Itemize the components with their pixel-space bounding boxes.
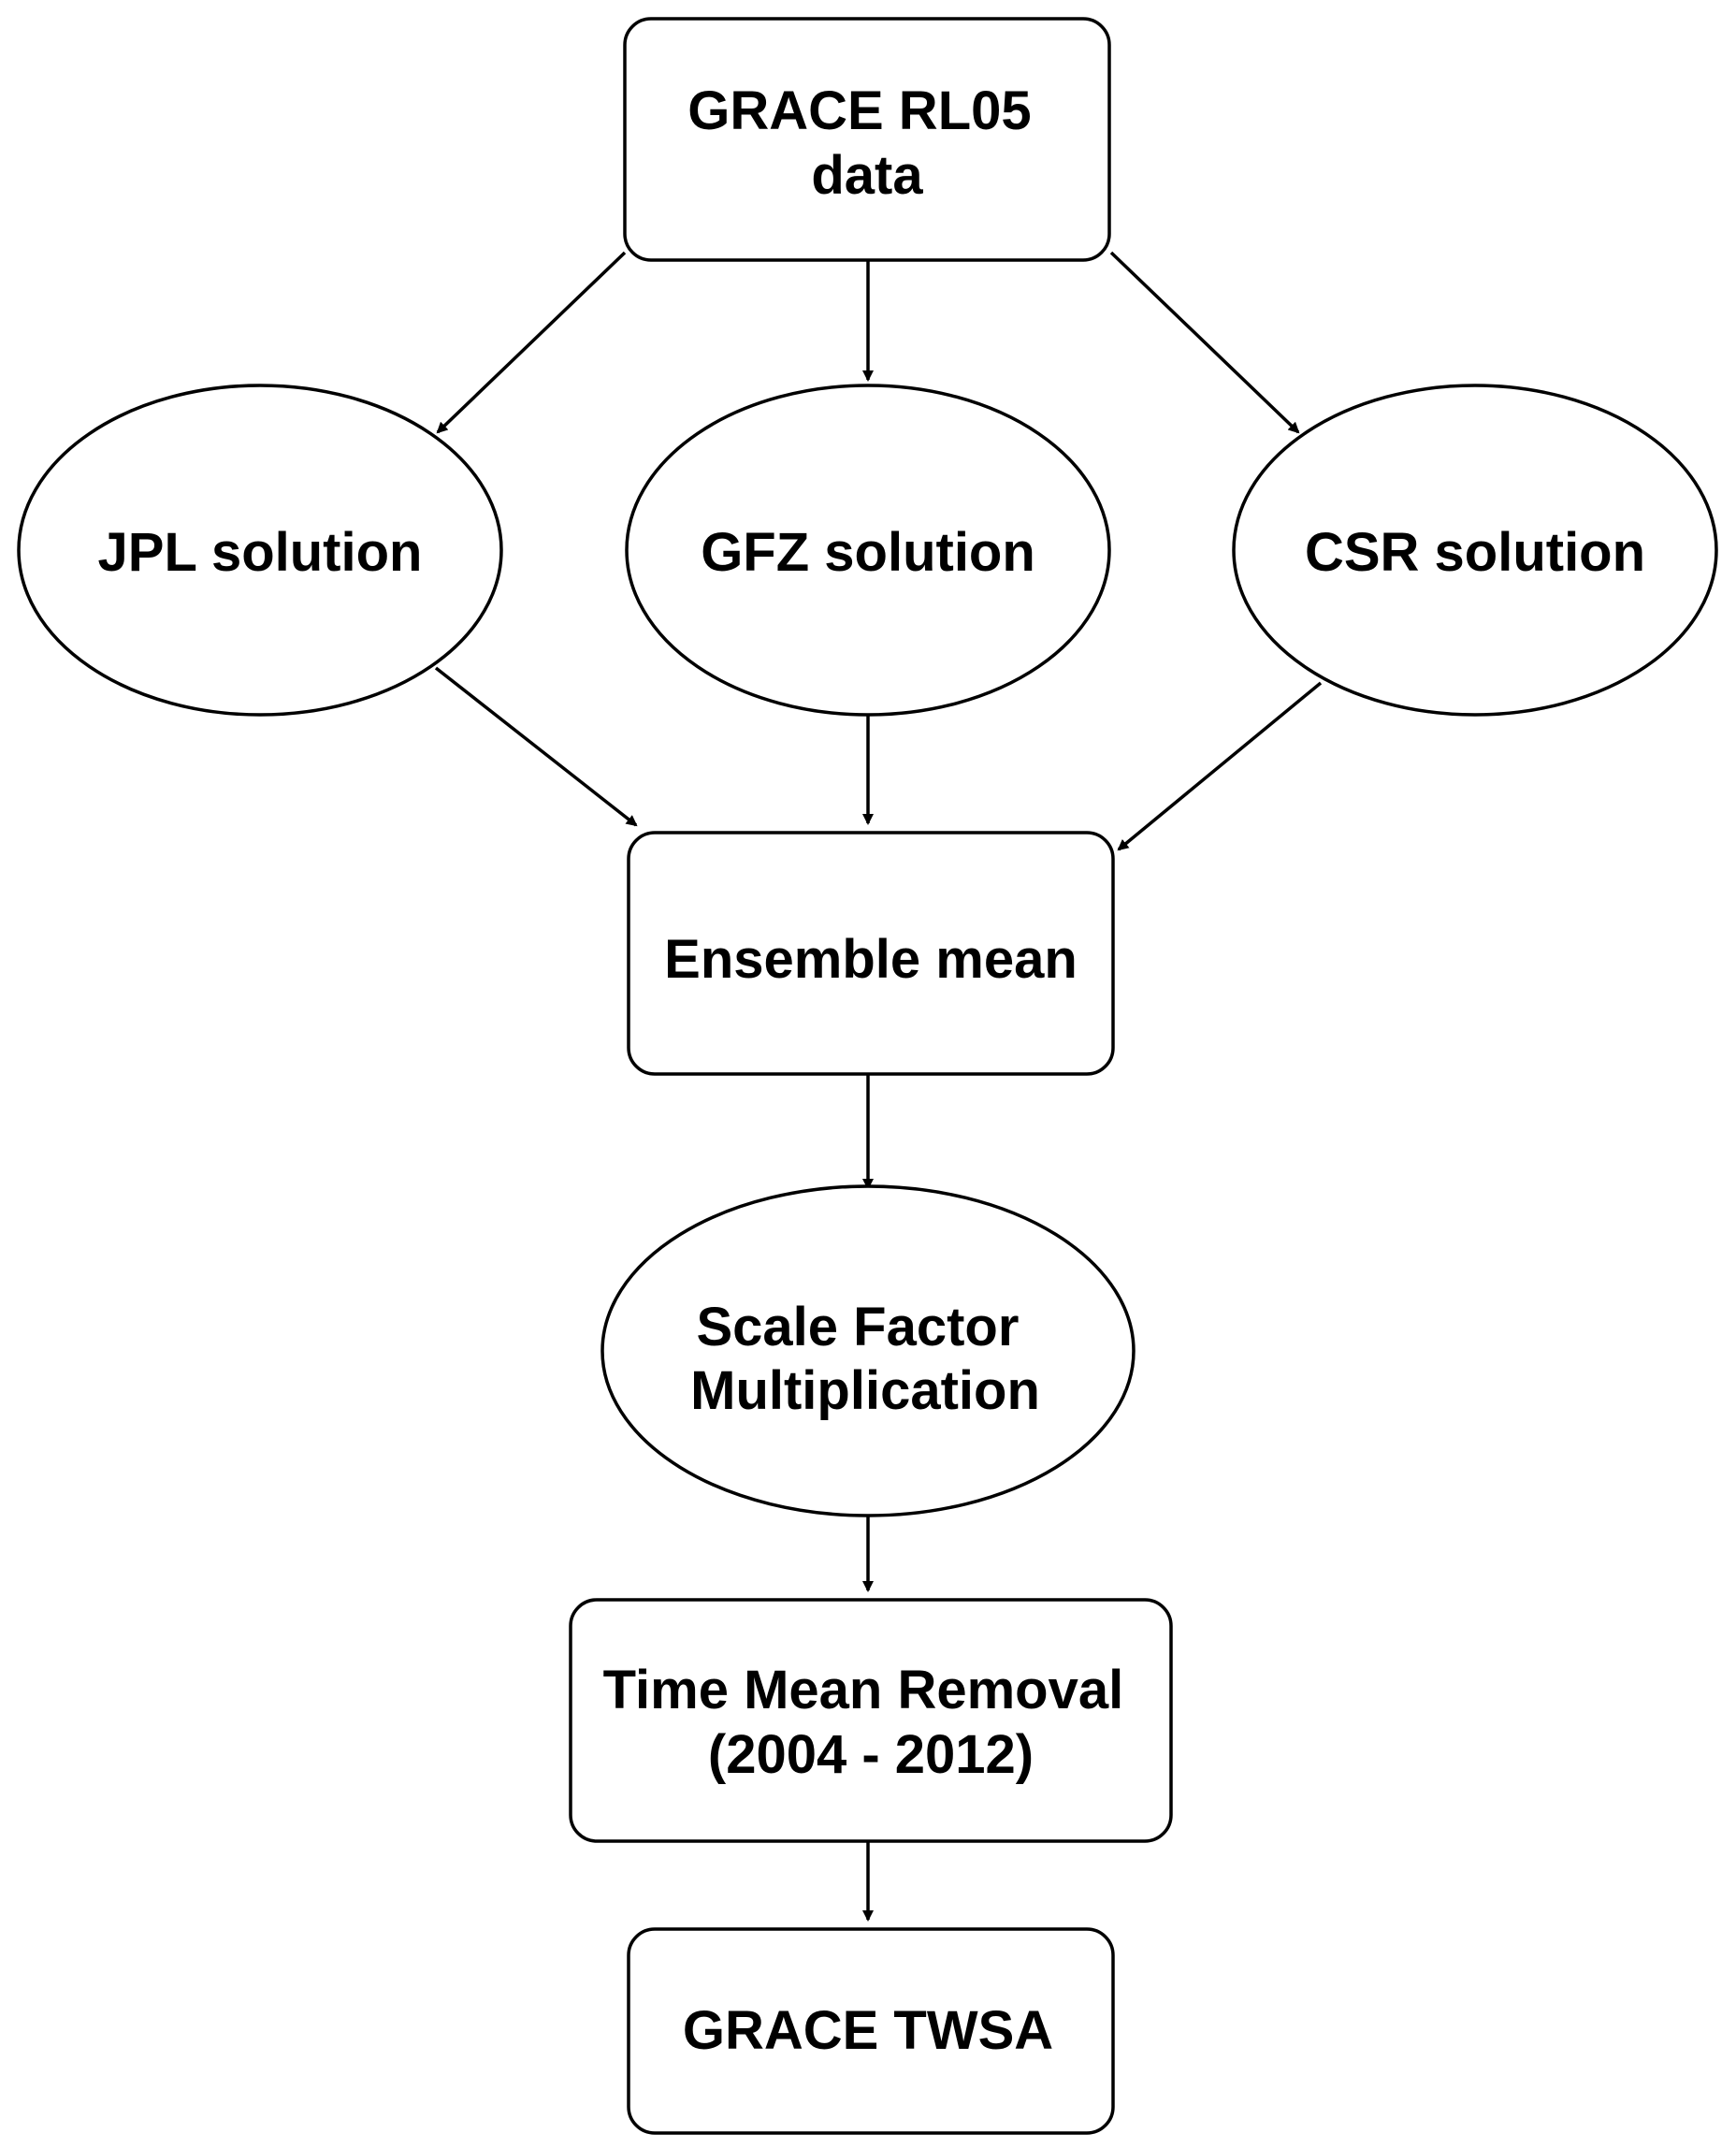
node-timemean-label-line1: Time Mean Removal [603, 1660, 1124, 1720]
node-scale-label-line2: Multiplication [690, 1360, 1040, 1421]
node-csr-solution: CSR solution [1232, 384, 1718, 717]
node-grace-twsa: GRACE TWSA [627, 1927, 1115, 2135]
svg-text:Scale Factor Multiplicat: Scale Factor Multiplication [690, 1297, 1040, 1421]
node-ensemble-label: Ensemble mean [664, 929, 1078, 990]
node-grace-rl05-data: GRACE RL05 data [623, 17, 1111, 262]
node-jpl-label: JPL solution [98, 522, 423, 583]
node-scale-factor-multiplication: Scale Factor Multiplication [600, 1184, 1136, 1517]
node-timemean-label-line2: (2004 - 2012) [708, 1724, 1034, 1785]
node-csr-ellipse [1232, 384, 1718, 717]
edge-csr-to-ensemble [1117, 681, 1323, 851]
node-jpl-ellipse [17, 384, 503, 717]
node-twsa-label: GRACE TWSA [683, 2000, 1053, 2061]
svg-text:Time Mean Removal (2004: Time Mean Removal (2004 - 2012) [603, 1660, 1139, 1785]
node-time-mean-removal: Time Mean Removal (2004 - 2012) [569, 1598, 1173, 1843]
node-ensemble-box [627, 831, 1115, 1076]
node-gfz-label: GFZ solution [701, 522, 1035, 583]
node-timemean-box [569, 1598, 1173, 1843]
node-jpl-solution: JPL solution [17, 384, 503, 717]
node-scale-label-line1: Scale Factor [696, 1297, 1019, 1357]
node-twsa-box [627, 1927, 1115, 2135]
node-csr-label: CSR solution [1305, 522, 1645, 583]
node-grace-rl05-box [623, 17, 1111, 262]
edge-grace-to-jpl [436, 251, 627, 434]
node-gfz-solution: GFZ solution [625, 384, 1111, 717]
node-grace-rl05-label-line1: GRACE RL05 [687, 80, 1031, 141]
edge-jpl-to-ensemble [434, 666, 638, 827]
node-gfz-ellipse [625, 384, 1111, 717]
node-ensemble-mean: Ensemble mean [627, 831, 1115, 1076]
node-grace-rl05-label-line2: data [811, 145, 923, 206]
edge-grace-to-csr [1109, 251, 1300, 434]
svg-text:GRACE RL05 data: GRACE RL05 data [687, 80, 1047, 206]
node-scale-ellipse [600, 1184, 1136, 1517]
edges [434, 251, 1323, 1922]
